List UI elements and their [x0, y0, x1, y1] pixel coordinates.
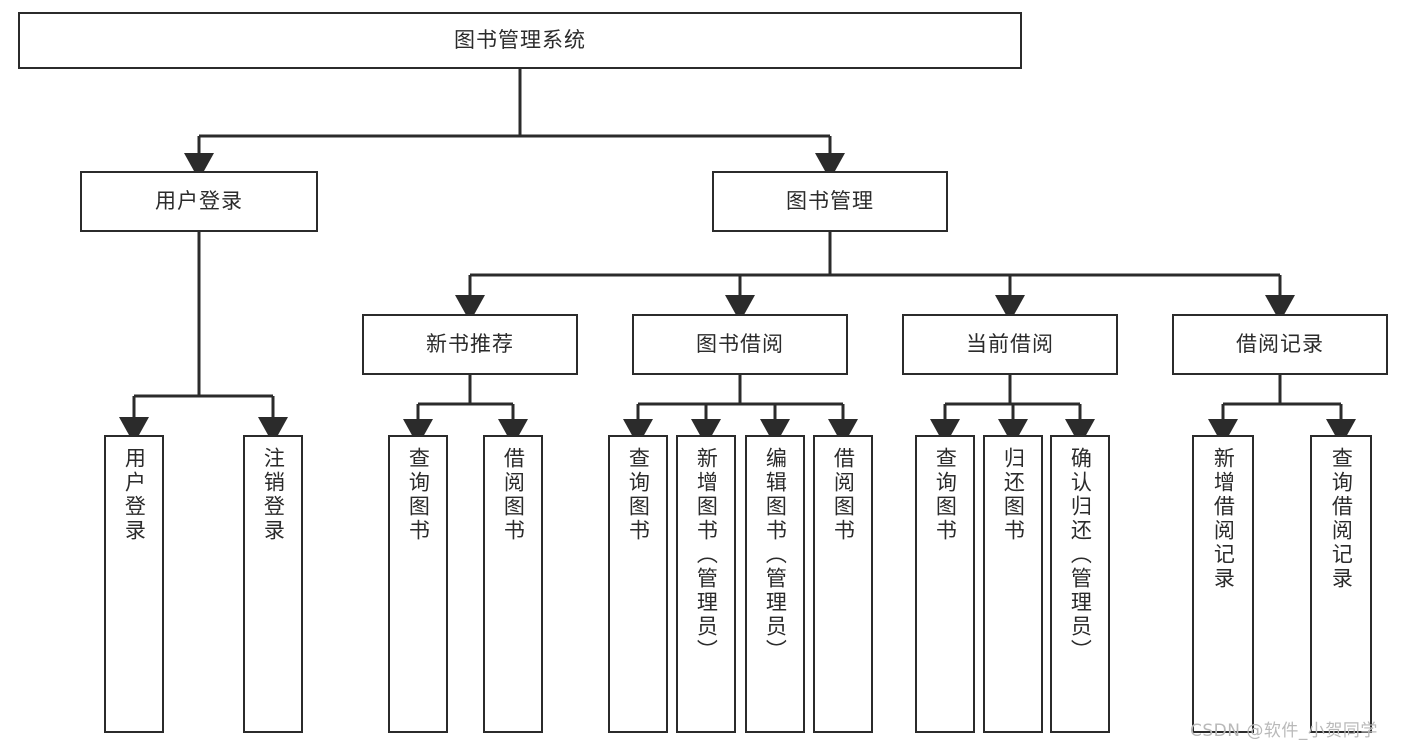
node-root-label: 图书管理系统 — [454, 28, 586, 53]
node-leaf-4[interactable]: 借阅图书 — [483, 435, 543, 733]
node-leaf-2-label: 注销登录 — [261, 447, 286, 543]
node-leaf-11-label: 确认归还（管理员） — [1068, 447, 1093, 663]
node-level2-1-label: 用户登录 — [155, 189, 243, 214]
node-leaf-3[interactable]: 查询图书 — [388, 435, 448, 733]
node-root[interactable]: 图书管理系统 — [18, 12, 1022, 69]
node-level3-2[interactable]: 图书借阅 — [632, 314, 848, 375]
node-level3-2-label: 图书借阅 — [696, 332, 784, 357]
node-leaf-7[interactable]: 编辑图书（管理员） — [745, 435, 805, 733]
node-leaf-10[interactable]: 归还图书 — [983, 435, 1043, 733]
watermark: CSDN @软件_小贺同学 — [1190, 721, 1378, 741]
node-leaf-8[interactable]: 借阅图书 — [813, 435, 873, 733]
node-leaf-12-label: 新增借阅记录 — [1211, 447, 1236, 591]
node-level3-1-label: 新书推荐 — [426, 332, 514, 357]
node-leaf-1-label: 用户登录 — [122, 447, 147, 543]
node-leaf-12[interactable]: 新增借阅记录 — [1192, 435, 1254, 733]
node-leaf-8-label: 借阅图书 — [831, 447, 856, 543]
node-leaf-7-label: 编辑图书（管理员） — [763, 447, 788, 663]
node-leaf-3-label: 查询图书 — [406, 447, 431, 543]
node-leaf-11[interactable]: 确认归还（管理员） — [1050, 435, 1110, 733]
node-level3-4[interactable]: 借阅记录 — [1172, 314, 1388, 375]
node-leaf-2[interactable]: 注销登录 — [243, 435, 303, 733]
node-level2-2-label: 图书管理 — [786, 189, 874, 214]
node-level3-3-label: 当前借阅 — [966, 332, 1054, 357]
node-level2-2[interactable]: 图书管理 — [712, 171, 948, 232]
node-level3-1[interactable]: 新书推荐 — [362, 314, 578, 375]
node-leaf-9-label: 查询图书 — [933, 447, 958, 543]
node-leaf-9[interactable]: 查询图书 — [915, 435, 975, 733]
node-leaf-6[interactable]: 新增图书（管理员） — [676, 435, 736, 733]
node-level2-1[interactable]: 用户登录 — [80, 171, 318, 232]
node-leaf-10-label: 归还图书 — [1001, 447, 1026, 543]
node-level3-3[interactable]: 当前借阅 — [902, 314, 1118, 375]
node-leaf-13[interactable]: 查询借阅记录 — [1310, 435, 1372, 733]
node-level3-4-label: 借阅记录 — [1236, 332, 1324, 357]
node-leaf-1[interactable]: 用户登录 — [104, 435, 164, 733]
node-leaf-5[interactable]: 查询图书 — [608, 435, 668, 733]
node-leaf-6-label: 新增图书（管理员） — [694, 447, 719, 663]
node-leaf-4-label: 借阅图书 — [501, 447, 526, 543]
node-leaf-13-label: 查询借阅记录 — [1329, 447, 1354, 591]
node-leaf-5-label: 查询图书 — [626, 447, 651, 543]
